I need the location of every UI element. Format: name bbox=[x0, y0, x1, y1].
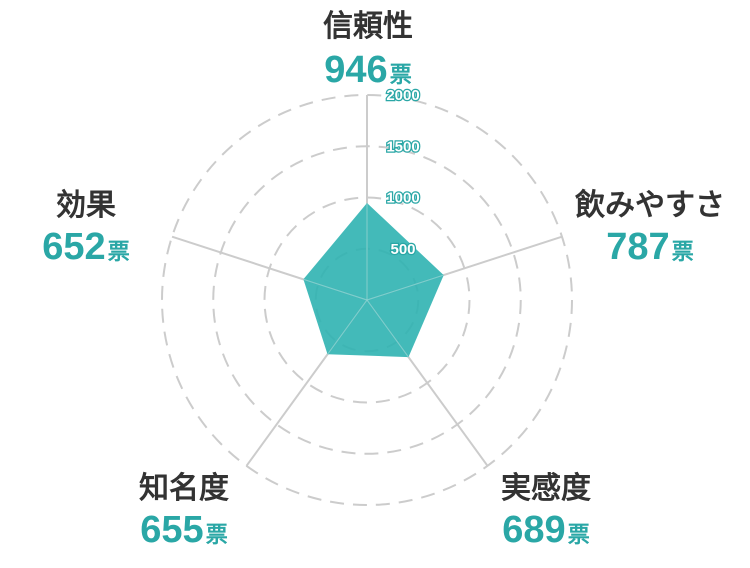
tick-label-500: 500 bbox=[390, 241, 415, 258]
data-area bbox=[303, 203, 444, 358]
value-unit: 票 bbox=[390, 63, 412, 88]
category-name: 知名度 bbox=[139, 471, 229, 506]
value-number: 689 bbox=[502, 509, 565, 551]
data-spoke-1 bbox=[366, 274, 444, 301]
value-unit: 票 bbox=[672, 240, 694, 265]
category-value: 946票 bbox=[324, 49, 411, 91]
value-number: 655 bbox=[140, 509, 203, 551]
category-value: 689票 bbox=[502, 509, 589, 551]
value-number: 787 bbox=[606, 226, 669, 268]
category-name: 飲みやすさ bbox=[575, 188, 725, 223]
value-unit: 票 bbox=[206, 523, 228, 548]
category-value: 787票 bbox=[606, 226, 693, 268]
data-spoke-3 bbox=[327, 299, 368, 355]
data-spoke-4 bbox=[303, 278, 368, 301]
tick-label-1500: 1500 bbox=[386, 138, 419, 155]
data-area-polygon bbox=[303, 203, 444, 358]
category-name: 実感度 bbox=[501, 471, 591, 506]
category-name: 信頼性 bbox=[323, 9, 413, 44]
category-value: 652票 bbox=[42, 226, 129, 268]
tick-labels: 500 1000 1500 2000 bbox=[385, 86, 421, 259]
category-name: 効果 bbox=[56, 188, 116, 223]
data-spoke-2 bbox=[366, 299, 409, 358]
grid-ring-1000 bbox=[263, 196, 471, 404]
category-value: 655票 bbox=[140, 509, 227, 551]
value-unit: 票 bbox=[568, 523, 590, 548]
value-number: 652 bbox=[42, 226, 105, 268]
value-number: 946 bbox=[324, 49, 387, 91]
grid-ring-2000 bbox=[161, 94, 573, 506]
tick-label-1000: 1000 bbox=[386, 190, 419, 207]
category-label-0: 信頼性 946票 bbox=[323, 9, 413, 91]
value-unit: 票 bbox=[108, 240, 130, 265]
tick-label-2000: 2000 bbox=[386, 87, 419, 104]
